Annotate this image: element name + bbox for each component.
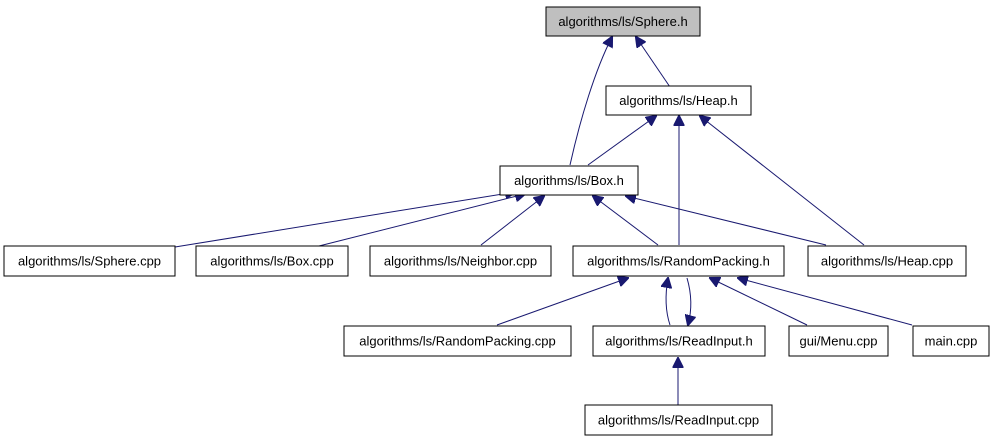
edge-randompacking-cpp-to-randompacking-h <box>496 278 628 326</box>
node-label: algorithms/ls/Sphere.h <box>558 14 687 29</box>
node-label: main.cpp <box>925 334 978 349</box>
edge-sphere-cpp-to-box-h <box>174 192 515 248</box>
node-label: algorithms/ls/RandomPacking.h <box>587 254 770 269</box>
edge-randompacking-h-to-readinput-h <box>687 277 691 325</box>
edge-box-h-to-heap-h <box>587 116 656 166</box>
node-sphere-h[interactable]: algorithms/ls/Sphere.h <box>545 6 701 37</box>
edges <box>174 37 913 405</box>
edge-heap-cpp-to-box-h <box>626 196 827 246</box>
node-readinput-cpp[interactable]: algorithms/ls/ReadInput.cpp <box>584 404 773 436</box>
node-label: algorithms/ls/Sphere.cpp <box>18 254 161 269</box>
node-sphere-cpp[interactable]: algorithms/ls/Sphere.cpp <box>3 245 176 277</box>
node-label: algorithms/ls/ReadInput.h <box>605 334 752 349</box>
node-main-cpp[interactable]: main.cpp <box>912 325 990 357</box>
node-randompacking-h[interactable]: algorithms/ls/RandomPacking.h <box>572 245 785 277</box>
edge-readinput-h-to-randompacking-h <box>666 278 670 326</box>
node-label: algorithms/ls/ReadInput.cpp <box>598 413 759 428</box>
node-box-h[interactable]: algorithms/ls/Box.h <box>499 165 639 196</box>
node-randompacking-cpp[interactable]: algorithms/ls/RandomPacking.cpp <box>343 325 572 357</box>
node-menu-cpp[interactable]: gui/Menu.cpp <box>788 325 889 357</box>
edge-box-cpp-to-box-h <box>314 194 525 248</box>
edge-heap-cpp-to-heap-h <box>700 116 865 246</box>
node-heap-h[interactable]: algorithms/ls/Heap.h <box>605 85 752 116</box>
node-label: algorithms/ls/Heap.cpp <box>821 254 953 269</box>
node-label: algorithms/ls/Heap.h <box>619 93 738 108</box>
node-readinput-h[interactable]: algorithms/ls/ReadInput.h <box>592 325 766 357</box>
node-box-cpp[interactable]: algorithms/ls/Box.cpp <box>195 245 349 277</box>
node-label: algorithms/ls/Neighbor.cpp <box>384 254 537 269</box>
edge-heap-h-to-sphere-h <box>636 37 671 88</box>
edge-box-h-to-sphere-h <box>569 37 612 166</box>
node-label: algorithms/ls/Box.cpp <box>210 254 334 269</box>
nodes: algorithms/ls/Sphere.h algorithms/ls/Hea… <box>3 6 990 436</box>
node-label: gui/Menu.cpp <box>799 334 877 349</box>
node-heap-cpp[interactable]: algorithms/ls/Heap.cpp <box>807 245 967 277</box>
node-label: algorithms/ls/Box.h <box>514 173 624 188</box>
edge-randompacking-h-to-box-h <box>593 196 659 246</box>
node-neighbor-cpp[interactable]: algorithms/ls/Neighbor.cpp <box>369 245 552 277</box>
edge-main-cpp-to-randompacking-h <box>738 278 913 326</box>
edge-neighbor-cpp-to-box-h <box>480 196 544 246</box>
node-label: algorithms/ls/RandomPacking.cpp <box>359 334 556 349</box>
edge-menu-cpp-to-randompacking-h <box>710 278 808 326</box>
